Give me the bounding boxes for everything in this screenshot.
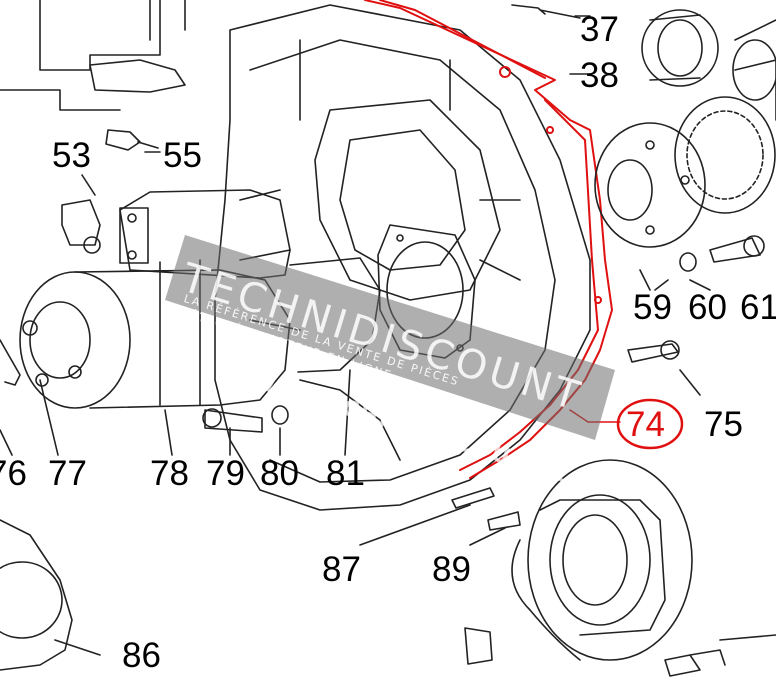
bolt-79 bbox=[204, 409, 263, 433]
part-label-89: 89 bbox=[432, 550, 471, 589]
bolt-77 bbox=[0, 339, 21, 386]
part-label-60: 60 bbox=[688, 288, 727, 327]
washer-80 bbox=[271, 405, 289, 425]
engine-bracket bbox=[39, 0, 161, 71]
part-label-77: 77 bbox=[48, 454, 87, 493]
part-label-81: 81 bbox=[326, 454, 365, 493]
part-label-78: 78 bbox=[150, 454, 189, 493]
part-label-80: 80 bbox=[260, 454, 299, 493]
flange-59 bbox=[594, 122, 706, 248]
washer-60 bbox=[679, 252, 697, 272]
bolt-89 bbox=[487, 511, 521, 531]
bolt-61 bbox=[709, 237, 761, 263]
part-label-53: 53 bbox=[52, 136, 91, 175]
starter-motor-78 bbox=[19, 271, 131, 409]
cover-plate-86 bbox=[0, 519, 73, 671]
part-label-87: 87 bbox=[322, 550, 361, 589]
bearing-38 bbox=[641, 9, 719, 87]
part-label-38: 38 bbox=[580, 56, 619, 95]
ring-gear bbox=[674, 96, 776, 214]
bolt-37 bbox=[511, 4, 581, 19]
seal-housing bbox=[527, 459, 693, 661]
pin-87 bbox=[451, 487, 495, 509]
part-label-74: 74 bbox=[626, 405, 665, 444]
part-label-37: 37 bbox=[580, 10, 619, 49]
fitting-53 bbox=[61, 199, 101, 246]
part-label-86: 86 bbox=[122, 636, 161, 675]
part-label-76: 76 bbox=[0, 454, 27, 493]
part-label-79: 79 bbox=[206, 454, 245, 493]
part-label-61: 61 bbox=[740, 288, 776, 327]
part-label-55: 55 bbox=[163, 136, 202, 175]
part-label-75: 75 bbox=[704, 405, 743, 444]
part-label-59: 59 bbox=[633, 288, 672, 327]
bolt-55 bbox=[105, 129, 159, 151]
